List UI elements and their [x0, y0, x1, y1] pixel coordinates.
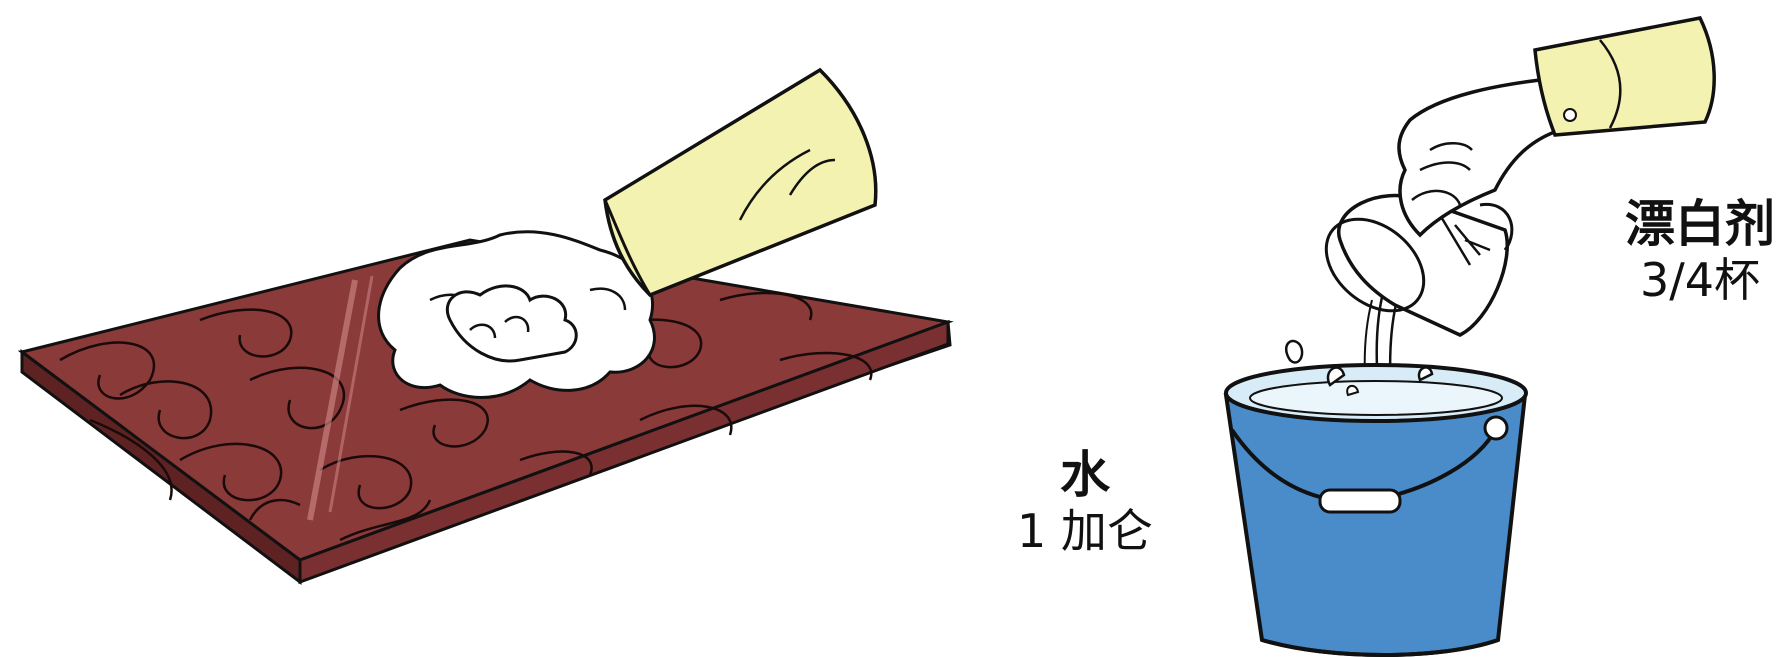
wiping-hand-icon — [445, 67, 878, 363]
water-amount: 1 加仑 — [1017, 503, 1153, 558]
wood-board-icon — [17, 238, 954, 586]
bucket-icon — [1223, 339, 1528, 657]
water-name: 水 — [1060, 446, 1110, 504]
measuring-cup-icon — [1324, 193, 1514, 337]
pouring-hand-icon — [1397, 16, 1716, 238]
bleach-label: 漂白剂 3/4杯 — [1610, 195, 1790, 307]
bleach-amount: 3/4杯 — [1639, 252, 1761, 307]
water-label: 水 1 加仑 — [985, 446, 1185, 558]
bleach-name: 漂白剂 — [1625, 195, 1775, 253]
